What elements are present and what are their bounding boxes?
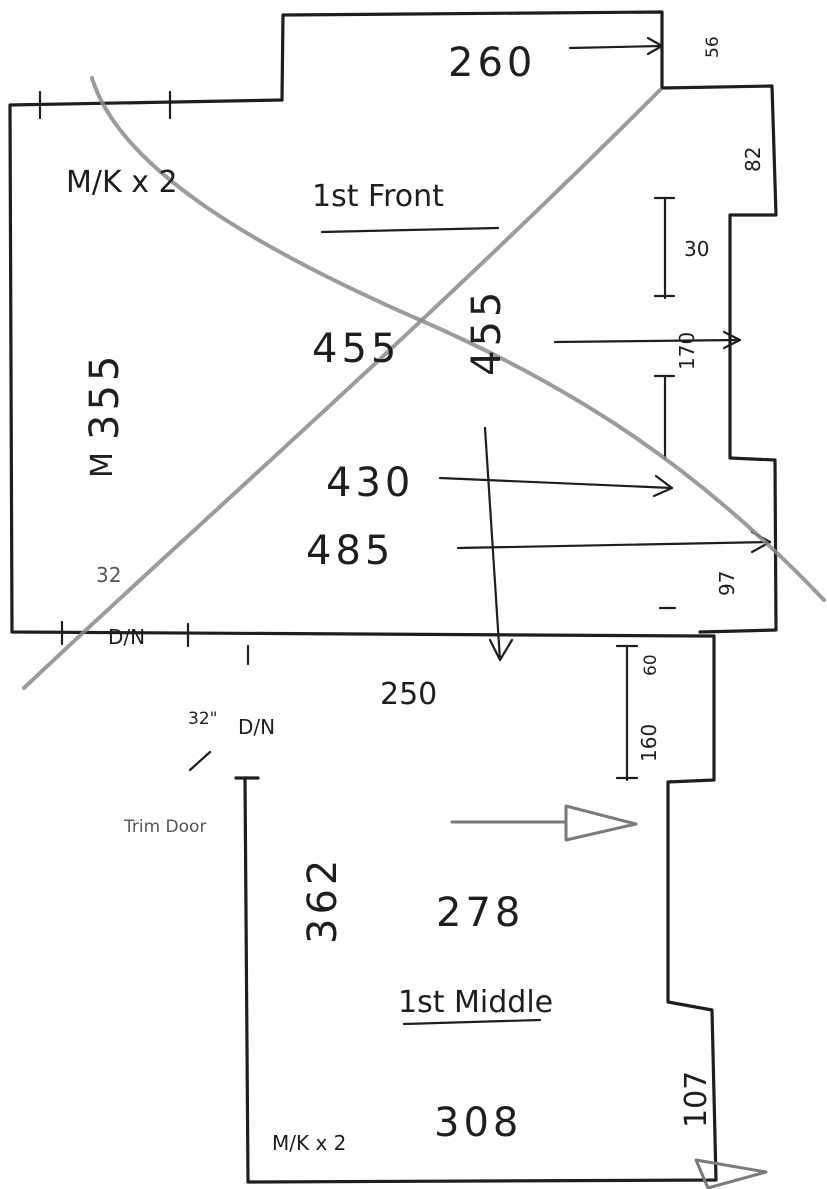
front-room-title: 1st Front (312, 179, 444, 214)
passage-door-size: 32" (188, 709, 217, 729)
dimension-arrows (438, 36, 772, 662)
dim-width-b: 430 (326, 460, 414, 506)
middle-width-upper: 278 (436, 890, 524, 936)
dim-width-c: 485 (306, 528, 394, 574)
middle-room-title: 1st Middle (398, 985, 553, 1020)
dim-top-width: 260 (448, 40, 536, 86)
front-furniture-note: M/K x 2 (66, 165, 178, 200)
dim-right-lower: 97 (715, 571, 739, 596)
cross-out-marks (22, 76, 826, 690)
dim-rotated-note: 455 (464, 288, 510, 376)
right-dimension-lines (653, 196, 677, 610)
middle-room-walls (234, 776, 718, 1184)
passage-right-top: 60 (641, 654, 661, 676)
corner-note: 32 (96, 563, 121, 587)
front-room-depth: 355 (82, 352, 128, 440)
dim-wall-mid: 170 (675, 332, 699, 370)
passage-walls (188, 634, 716, 784)
middle-furniture-note: M/K x 2 (272, 1131, 346, 1155)
passage-right-height: 160 (637, 724, 661, 762)
middle-room-depth: 362 (300, 856, 346, 944)
trim-door-note: Trim Door (123, 817, 206, 837)
front-door-label: D/N (108, 625, 145, 649)
dim-top-step: 56 (703, 36, 723, 58)
unit-marker: M (85, 452, 120, 478)
dim-width-a: 455 (312, 326, 400, 372)
grey-hollow-arrows (450, 804, 768, 1189)
dim-gap-upper: 30 (684, 237, 709, 261)
middle-right-recess: 107 (679, 1071, 714, 1128)
passage-door-label: D/N (238, 715, 275, 739)
front-room-walls (8, 10, 778, 648)
dim-right-step: 82 (741, 147, 765, 172)
passage-width: 250 (380, 677, 437, 712)
middle-width-lower: 308 (434, 1100, 522, 1146)
